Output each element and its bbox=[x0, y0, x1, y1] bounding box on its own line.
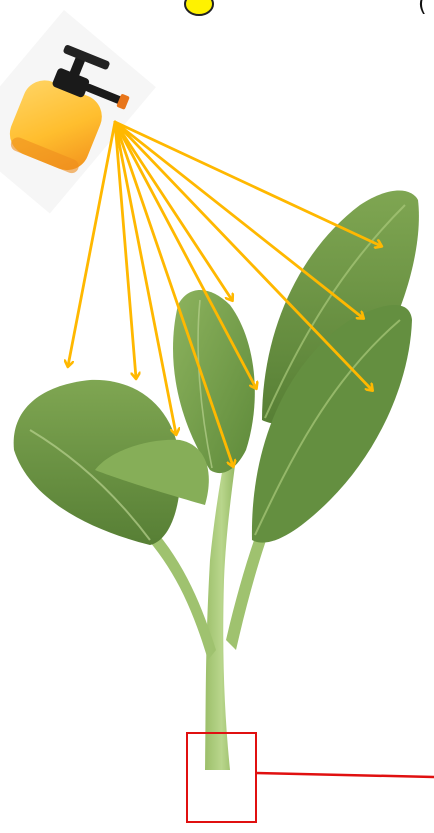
top-text-fragment: ( bbox=[418, 0, 427, 16]
pressure-sprayer-icon bbox=[0, 10, 156, 214]
spray-arrow-2 bbox=[115, 122, 136, 378]
top-partial-circle bbox=[185, 0, 213, 15]
main-stem bbox=[205, 440, 238, 770]
callout-line bbox=[256, 773, 434, 777]
